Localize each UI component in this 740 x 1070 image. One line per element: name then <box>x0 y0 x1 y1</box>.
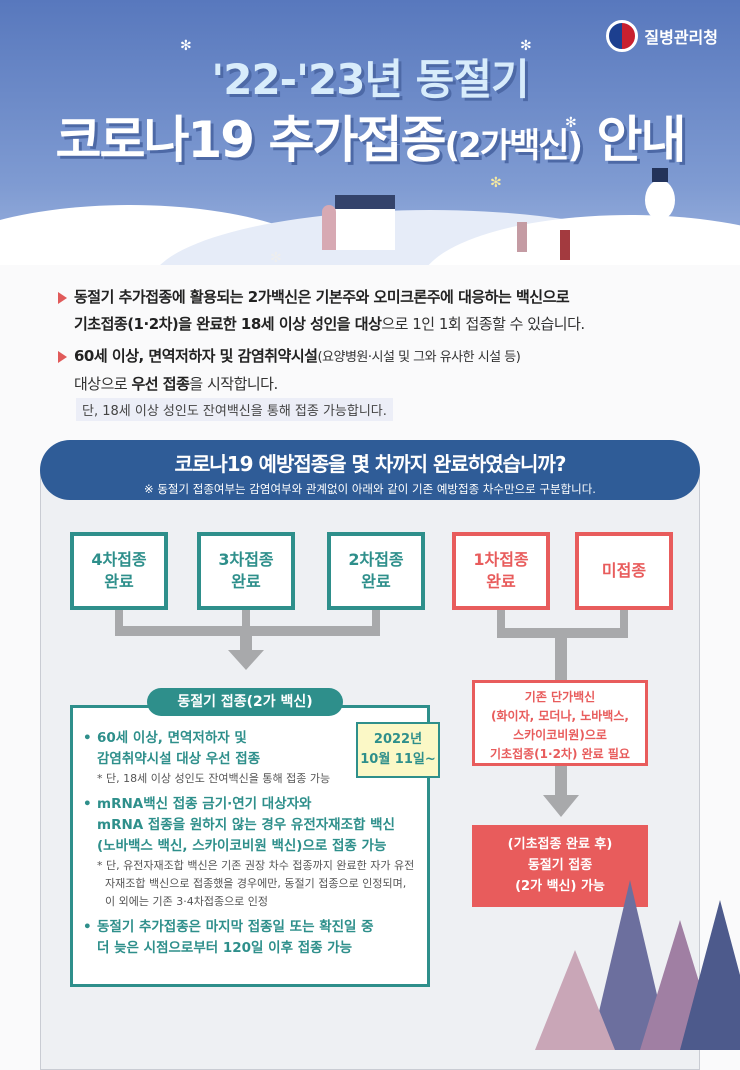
item-text: 감염취약시설 대상 우선 접종 <box>97 751 261 767</box>
box-text: 동절기 접종 <box>527 858 593 873</box>
item-note: * 단, 18세 이상 성인도 잔여백신을 통해 접종 가능 <box>97 772 331 785</box>
bullet-triangle-icon <box>58 292 67 304</box>
mountain-illustration <box>680 900 740 1050</box>
item-text: 더 늦은 시점으로부터 120일 이후 접종 가능 <box>97 940 353 956</box>
winter-tab-label: 동절기 접종(2가 백신) <box>147 688 343 716</box>
winter-item: 동절기 추가접종은 마지막 접종일 또는 확진일 중더 늦은 시점으로부터 12… <box>83 917 417 959</box>
panel-title: 코로나19 예방접종을 몇 차까지 완료하였습니까? <box>174 452 567 476</box>
connector <box>497 610 505 636</box>
snowflake-icon: ✻ <box>520 38 532 54</box>
taegeuk-logo-icon <box>606 20 639 52</box>
title-line-2: 코로나19 추가접종(2가백신) 안내 <box>0 100 740 172</box>
winter-item: mRNA백신 접종 금기·연기 대상자와 mRNA 접종을 원하지 않는 경우 유… <box>83 794 417 857</box>
intro-text: 으로 1인 1회 접종할 수 있습니다. <box>381 315 585 333</box>
bullet-triangle-icon <box>58 351 67 363</box>
box-text: (2가 백신) 가능 <box>515 879 605 894</box>
date-text: 2022년 <box>373 732 423 747</box>
snowflake-icon: ✻ <box>565 115 577 131</box>
item-text: 동절기 추가접종은 마지막 접종일 또는 확진일 중 <box>97 919 374 935</box>
panel-header: 코로나19 예방접종을 몇 차까지 완료하였습니까? ※ 동절기 접종여부는 감… <box>40 440 700 500</box>
status-label: 2차접종 <box>348 550 404 569</box>
intro-paragraph-2: 60세 이상, 면역저하자 및 감염취약시설(요양병원·시설 및 그와 유사한 … <box>58 343 521 398</box>
status-label: 3차접종 <box>218 550 274 569</box>
title-main: 코로나19 추가접종 <box>55 111 447 169</box>
intro-note: 단, 18세 이상 성인도 잔여백신을 통해 접종 가능합니다. <box>76 398 393 421</box>
date-text: 10월 11일~ <box>360 752 436 767</box>
intro-text: 60세 이상, 면역저하자 및 감염취약시설 <box>74 347 318 365</box>
title-end: 안내 <box>596 111 687 169</box>
box-text: (화이자, 모더나, 노바백스, <box>491 709 629 723</box>
status-box-unvaccinated: 미접종 <box>575 532 673 610</box>
deer-illustration <box>517 222 527 252</box>
status-label: 완료 <box>361 572 391 591</box>
status-label: 완료 <box>486 572 516 591</box>
status-label: 완료 <box>104 572 134 591</box>
start-date-note: 2022년 10월 11일~ <box>356 722 440 778</box>
intro-text: 대상으로 <box>74 375 132 393</box>
status-label: 완료 <box>231 572 261 591</box>
arrow-down-icon <box>228 650 264 670</box>
snowman-hat <box>652 168 668 182</box>
snowman-illustration <box>645 180 675 220</box>
snowflake-icon: ✻ <box>180 38 192 54</box>
intro-text: (요양병원·시설 및 그와 유사한 시설 등) <box>317 350 521 365</box>
intro-text: 우선 접종 <box>131 375 190 393</box>
connector <box>115 610 123 632</box>
item-text: mRNA 접종을 원하지 않는 경우 유전자재조합 백신 <box>97 817 395 833</box>
title-paren: (2가백신) <box>444 126 584 166</box>
connector <box>372 610 380 632</box>
org-name: 질병관리청 <box>644 28 718 47</box>
intro-text: 을 시작합니다. <box>189 375 278 393</box>
box-text: (기초접종 완료 후) <box>507 837 613 852</box>
connector <box>115 626 380 636</box>
deer-illustration <box>560 230 570 260</box>
connector <box>240 636 252 650</box>
connector <box>620 610 628 636</box>
status-label: 1차접종 <box>473 550 529 569</box>
primary-series-box: 기존 단가백신 (화이자, 모더나, 노바백스, 스카이코비원)으로 기초접종(… <box>472 680 648 766</box>
connector <box>497 628 628 638</box>
house-illustration <box>335 195 395 250</box>
mountain-illustration <box>535 950 615 1050</box>
tree-illustration <box>322 205 336 250</box>
box-text: 기존 단가백신 <box>524 690 596 704</box>
title-line-1: '22-'23년 동절기 <box>211 55 529 104</box>
snowflake-icon: ✻ <box>270 250 282 265</box>
item-text: mRNA백신 접종 금기·연기 대상자와 <box>97 796 312 812</box>
box-text: 기초접종(1·2차) 완료 필요 <box>490 747 630 761</box>
panel-subtitle: ※ 동절기 접종여부는 감염여부와 관계없이 아래와 같이 기존 예방접종 차수… <box>144 482 596 496</box>
intro-text: 기초접종(1·2차)을 완료한 18세 이상 성인을 대상 <box>74 315 382 333</box>
connector <box>242 610 250 632</box>
box-text: 스카이코비원)으로 <box>513 728 607 742</box>
status-label: 미접종 <box>601 561 647 580</box>
org-logo: 질병관리청 <box>606 20 718 52</box>
item-note: * 단, 유전자재조합 백신은 기존 권장 차수 접종까지 완료한 자가 유전자… <box>97 859 415 908</box>
arrow-down-icon <box>543 795 579 817</box>
connector <box>555 638 567 680</box>
intro-text: 동절기 추가접종에 활용되는 2가백신은 기본주와 오미크론주에 대응하는 백신… <box>74 288 570 306</box>
item-text: (노바백스 백신, 스카이코비원 백신)으로 접종 가능 <box>97 838 387 854</box>
status-label: 4차접종 <box>91 550 147 569</box>
connector <box>555 766 567 796</box>
snowflake-icon: ✻ <box>490 175 502 191</box>
intro-paragraph-1: 동절기 추가접종에 활용되는 2가백신은 기본주와 오미크론주에 대응하는 백신… <box>58 284 585 338</box>
item-text: 60세 이상, 면역저하자 및 <box>97 730 247 746</box>
